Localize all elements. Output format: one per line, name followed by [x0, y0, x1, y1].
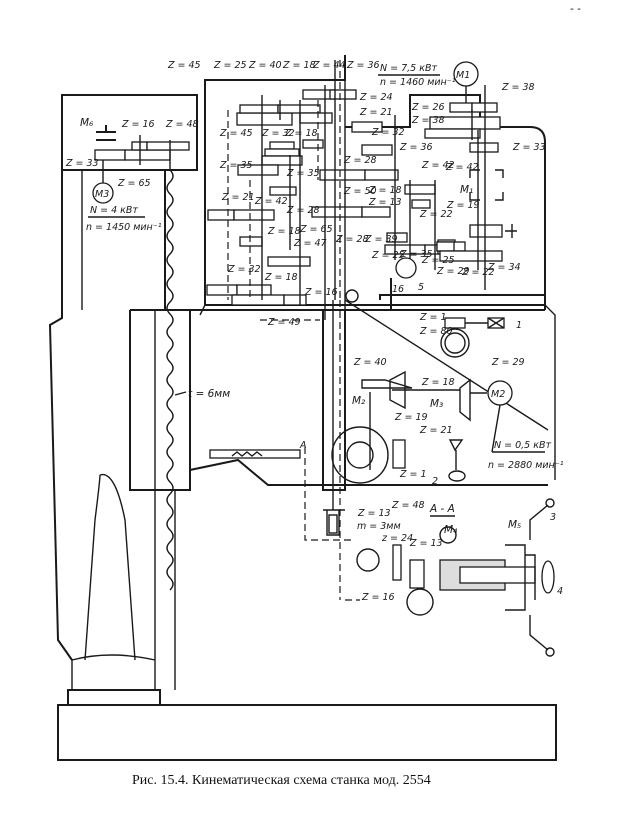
- gear-label: Z = 32: [371, 127, 405, 138]
- clutch-m4-label: M₄: [444, 524, 458, 536]
- gear-label: Z = 35: [399, 249, 433, 260]
- gear-label: Z = 18: [282, 60, 316, 71]
- gear-label: Z = 36: [346, 60, 380, 71]
- gear-label: Z = 19: [394, 412, 428, 423]
- gear-label: Z = 38: [501, 82, 535, 93]
- clutch-m1-label: M₁: [460, 184, 473, 196]
- section-a-a: A - A M₄ M₅ 3 4 z = 24 Z = 13 Z = 16: [356, 498, 563, 657]
- gear-label: Z = 13: [368, 197, 402, 208]
- gear-label: Z = 32: [227, 264, 261, 275]
- gear-label: Z = 28: [343, 155, 377, 166]
- gear-label: Z = 1: [419, 312, 447, 323]
- gear-label: Z = 19: [446, 200, 480, 211]
- gear-label: Z = 28: [335, 234, 369, 245]
- module-label: m = 3мм: [357, 521, 401, 532]
- gear-label: Z = 65: [117, 178, 151, 189]
- motor-m3-label: M3: [95, 189, 109, 200]
- gear-label: Z = 36: [399, 142, 433, 153]
- gear-label: Z = 39: [364, 234, 398, 245]
- clutch-m6-label: M₆: [80, 117, 93, 129]
- gear-label: Z = 29: [436, 266, 470, 277]
- column-lift-drive: M₆ Z = 16 Z = 48 Z = 33 Z = 65 M3 N = 4 …: [65, 117, 199, 233]
- gear-label: Z = 18: [421, 377, 455, 388]
- clutch-m2-label: M₂: [352, 395, 366, 407]
- gear-label: Z = 18: [368, 185, 402, 196]
- gear-label: Z = 22: [419, 209, 453, 220]
- gear-label: Z = 35: [219, 160, 253, 171]
- gear-label: Z = 42: [421, 160, 455, 171]
- gear-label: Z = 1: [399, 469, 427, 480]
- motor-m1-label: M1: [456, 70, 470, 81]
- gear-label: Z = 18: [284, 128, 318, 139]
- gear-label: Z = 48: [391, 500, 425, 511]
- handwheel-5-icon: [395, 257, 417, 279]
- gear-label: Z = 48: [165, 119, 199, 130]
- gear-label: Z = 28: [286, 205, 320, 216]
- gear-label: Z = 13: [357, 508, 391, 519]
- label-2: 2: [432, 476, 438, 487]
- section-mark-a: A: [299, 440, 307, 451]
- gear-label: z = 24: [381, 533, 413, 544]
- gear-label: Z = 45: [219, 128, 253, 139]
- gear-label: Z = 21: [221, 192, 255, 203]
- motor-m2-label: M2: [491, 389, 505, 400]
- motor-m3-power: N = 4 кВт: [90, 205, 138, 216]
- motor-m3-icon: [92, 182, 114, 204]
- gear-label: Z = 40: [353, 357, 387, 368]
- gear-label: Z = 38: [411, 115, 445, 126]
- motor-m3-speed: n = 1450 мин⁻¹: [86, 222, 162, 233]
- gear-label: Z = 42: [445, 162, 479, 173]
- gear-label: Z = 45: [167, 60, 201, 71]
- clutch-m5-label: M₅: [508, 519, 521, 531]
- gear-label: Z = 65: [299, 224, 333, 235]
- section-title: A - A: [429, 503, 455, 515]
- gear-label: Z = 33: [65, 158, 99, 169]
- gear-label: Z = 50: [343, 186, 377, 197]
- clutch-m3-label: M₃: [430, 398, 443, 410]
- headstock: A M2 N = 0,5 кВт n = 2880 мин⁻¹ M₂ M₃ 1 …: [129, 289, 564, 601]
- machine-base: [57, 654, 557, 761]
- gear-label: Z = 21: [359, 107, 393, 118]
- gear-label: Z = 18: [264, 272, 298, 283]
- motor-m2-speed: n = 2880 мин⁻¹: [488, 460, 564, 471]
- speed-gearbox: M1 N = 7,5 кВт n = 1460 мин⁻¹ M₁ 16 5: [199, 55, 556, 480]
- label-5: 5: [418, 282, 424, 293]
- gear-label: Z = 44: [312, 60, 346, 71]
- gear-label: Z = 24: [359, 92, 393, 103]
- label-4: 4: [557, 586, 563, 597]
- motor-m2-power: N = 0,5 кВт: [494, 440, 551, 451]
- gear-label: Z = 25: [421, 255, 455, 266]
- gear-label: Z = 49: [267, 317, 301, 328]
- corner-mark: - -: [570, 3, 581, 15]
- gear-label: Z = 80: [419, 326, 453, 337]
- gear-label: Z = 16: [361, 592, 395, 603]
- column: t = 6мм: [48, 94, 230, 690]
- motor-m1-power: N = 7,5 кВт: [380, 63, 437, 74]
- label-1: 1: [516, 320, 522, 331]
- gear-label: Z = 25: [213, 60, 247, 71]
- motor-m1-speed: n = 1460 мин⁻¹: [380, 77, 456, 88]
- gear-label: Z = 42: [254, 196, 288, 207]
- label-16: 16: [392, 284, 404, 295]
- gear-label: Z = 16: [304, 287, 338, 298]
- gear-label: Z = 26: [411, 102, 445, 113]
- gear-label: Z = 18: [267, 226, 301, 237]
- figure-caption: Рис. 15.4. Кинематическая схема станка м…: [132, 773, 431, 788]
- gear-label: Z = 29: [491, 357, 525, 368]
- gear-label: Z = 32: [261, 128, 295, 139]
- gear-label: Z = 35: [286, 168, 320, 179]
- gear-label: Z = 13: [409, 538, 443, 549]
- label-3: 3: [550, 512, 556, 523]
- gear-label: Z = 21: [419, 425, 453, 436]
- gear-label: Z = 33: [512, 142, 546, 153]
- gear-label: Z = 40: [248, 60, 282, 71]
- gear-label: Z = 22: [461, 267, 495, 278]
- gearbox-labels: Z = 45 Z = 25 Z = 40 Z = 18 Z = 44 Z = 3…: [167, 60, 546, 328]
- gear-label: Z = 47: [293, 238, 327, 249]
- gear-label: Z = 25: [371, 250, 405, 261]
- gear-label: Z = 16: [121, 119, 155, 130]
- gear-label: Z = 34: [487, 262, 521, 273]
- screw-pitch-label: t = 6мм: [188, 388, 230, 400]
